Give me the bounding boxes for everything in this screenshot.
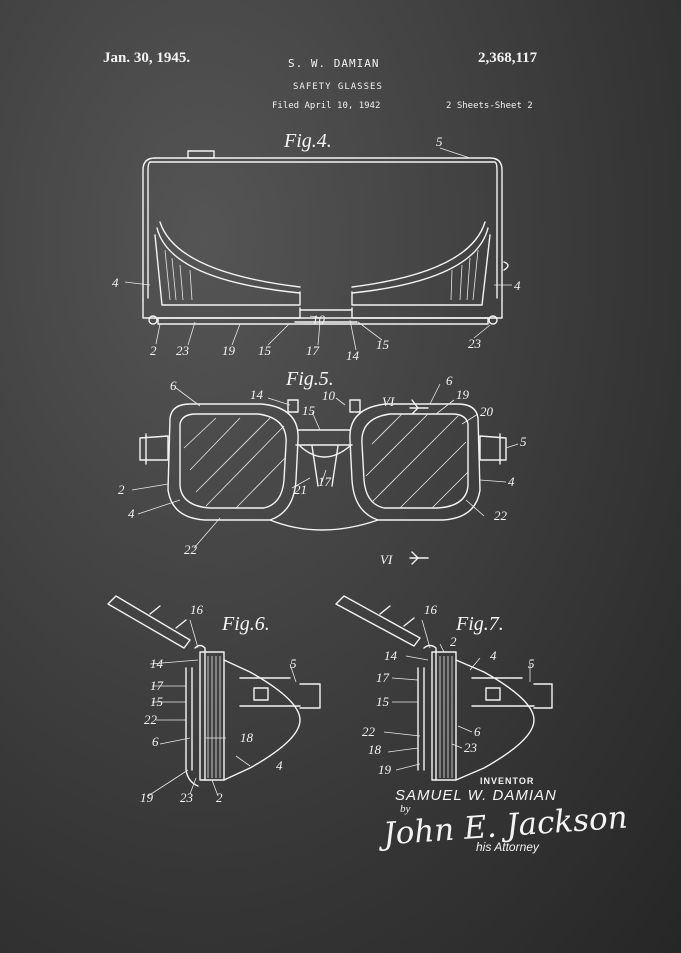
fig5-label-6-right: 6 — [446, 373, 453, 388]
figure-5-drawing: Fig.5. 6 14 10 — [118, 368, 527, 567]
figure-6-drawing: Fig.6. 16 14 5 17 15 22 6 18 4 19 23 2 — [107, 595, 321, 805]
fig4-label-10: 10 — [312, 312, 326, 327]
fig5-label-4-right: 4 — [508, 474, 515, 489]
inventor-name: SAMUEL W. DAMIAN — [395, 787, 557, 804]
fig5-title: Fig.5. — [285, 368, 334, 390]
fig6-label-23: 23 — [180, 790, 194, 805]
fig6-title: Fig.6. — [221, 613, 270, 635]
fig4-label-14: 14 — [346, 348, 360, 363]
fig5-label-21: 21 — [294, 482, 307, 497]
fig5-label-4-left: 4 — [128, 506, 135, 521]
fig7-label-15: 15 — [376, 694, 390, 709]
fig6-label-2: 2 — [216, 790, 223, 805]
fig4-label-17: 17 — [306, 343, 320, 358]
fig5-label-22-bottom: 22 — [184, 542, 198, 557]
fig5-label-2: 2 — [118, 482, 125, 497]
fig7-label-14: 14 — [384, 648, 398, 663]
fig7-title: Fig.7. — [455, 613, 504, 635]
inventor-header: S. W. DAMIAN — [288, 57, 380, 70]
fig6-label-22: 22 — [144, 712, 158, 727]
fig5-label-19: 19 — [456, 387, 470, 402]
fig6-label-16: 16 — [190, 602, 204, 617]
figure-7-drawing: Fig.7. 16 2 14 4 5 17 15 22 6 18 23 19 — [335, 595, 553, 781]
fig7-label-6: 6 — [474, 724, 481, 739]
fig4-label-2: 2 — [150, 343, 157, 358]
fig4-label-4-left: 4 — [112, 275, 119, 290]
fig7-label-17: 17 — [376, 670, 390, 685]
fig6-label-4: 4 — [276, 758, 283, 773]
fig4-label-15-a: 15 — [258, 343, 272, 358]
sheet-count: 2 Sheets-Sheet 2 — [446, 101, 533, 111]
filed-date: Filed April 10, 1942 — [272, 101, 381, 111]
fig5-label-22-right: 22 — [494, 508, 508, 523]
fig5-label-vi-top: VI — [382, 394, 395, 409]
fig5-label-10: 10 — [322, 388, 336, 403]
patent-date: Jan. 30, 1945. — [103, 50, 191, 66]
fig4-label-19: 19 — [222, 343, 236, 358]
fig7-label-22: 22 — [362, 724, 376, 739]
fig6-label-6: 6 — [152, 734, 159, 749]
fig6-label-14: 14 — [150, 656, 164, 671]
fig5-label-vi-bottom: VI — [380, 552, 393, 567]
fig5-label-5: 5 — [520, 434, 527, 449]
fig6-label-5: 5 — [290, 656, 297, 671]
fig4-label-15-b: 15 — [376, 337, 390, 352]
fig7-label-16: 16 — [424, 602, 438, 617]
fig4-label-5: 5 — [436, 134, 443, 149]
fig6-label-18: 18 — [240, 730, 254, 745]
by-text: by — [400, 803, 411, 815]
fig4-title: Fig.4. — [283, 130, 332, 152]
fig5-label-14: 14 — [250, 387, 264, 402]
fig4-label-4-right: 4 — [514, 278, 521, 293]
inventor-caption: INVENTOR — [480, 776, 535, 786]
fig5-label-20: 20 — [480, 404, 494, 419]
fig5-label-17: 17 — [318, 474, 332, 489]
patent-title: SAFETY GLASSES — [293, 82, 383, 92]
fig7-label-5: 5 — [528, 656, 535, 671]
attorney-role: his Attorney — [476, 840, 539, 854]
figure-4-drawing: Fig.4. 5 — [112, 130, 521, 363]
fig5-label-6-left: 6 — [170, 378, 177, 393]
fig7-label-2: 2 — [450, 634, 457, 649]
patent-number: 2,368,117 — [478, 50, 538, 66]
fig6-label-15: 15 — [150, 694, 164, 709]
fig7-label-18: 18 — [368, 742, 382, 757]
fig6-label-19: 19 — [140, 790, 154, 805]
fig5-label-15: 15 — [302, 403, 316, 418]
fig6-label-17: 17 — [150, 678, 164, 693]
fig7-label-19: 19 — [378, 762, 392, 777]
fig7-label-23: 23 — [464, 740, 478, 755]
fig4-label-23-right: 23 — [468, 336, 482, 351]
fig7-label-4: 4 — [490, 648, 497, 663]
fig4-label-23-left: 23 — [176, 343, 190, 358]
